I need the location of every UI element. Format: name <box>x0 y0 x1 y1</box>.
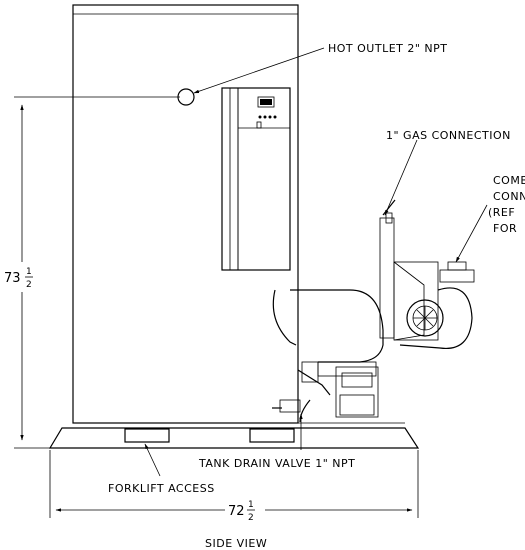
leader-lines <box>144 47 488 477</box>
height-frac-num: 1 <box>26 267 32 277</box>
tank-body <box>72 4 299 424</box>
width-frac-num: 1 <box>248 500 254 510</box>
width-value: 72 <box>228 504 245 519</box>
combustion-label-line-1: COMB <box>493 174 525 187</box>
burner-housing <box>272 199 396 377</box>
hot-outlet-label: HOT OUTLET 2" NPT <box>328 42 448 55</box>
blower-assembly <box>393 261 475 350</box>
height-frac-den: 2 <box>26 280 32 290</box>
tank-drain-label: TANK DRAIN VALVE 1" NPT <box>198 457 355 470</box>
combustion-label-line-3: (REF <box>488 206 515 219</box>
forklift-label: FORKLIFT ACCESS <box>108 482 215 495</box>
combustion-label-line-2: CONN <box>493 190 525 203</box>
height-value: 73 <box>4 271 21 286</box>
base-skid <box>48 422 420 449</box>
control-panel <box>221 87 291 271</box>
width-dimension: 72 1 2 <box>49 450 419 523</box>
combustion-label-line-4: FOR <box>493 222 517 235</box>
gas-connection-label: 1" GAS CONNECTION <box>386 129 511 142</box>
hot-outlet-port <box>177 88 195 106</box>
width-frac-den: 2 <box>248 513 254 523</box>
height-dimension: 73 1 2 <box>2 96 180 449</box>
gas-train <box>272 361 379 423</box>
view-title: SIDE VIEW <box>205 537 267 550</box>
